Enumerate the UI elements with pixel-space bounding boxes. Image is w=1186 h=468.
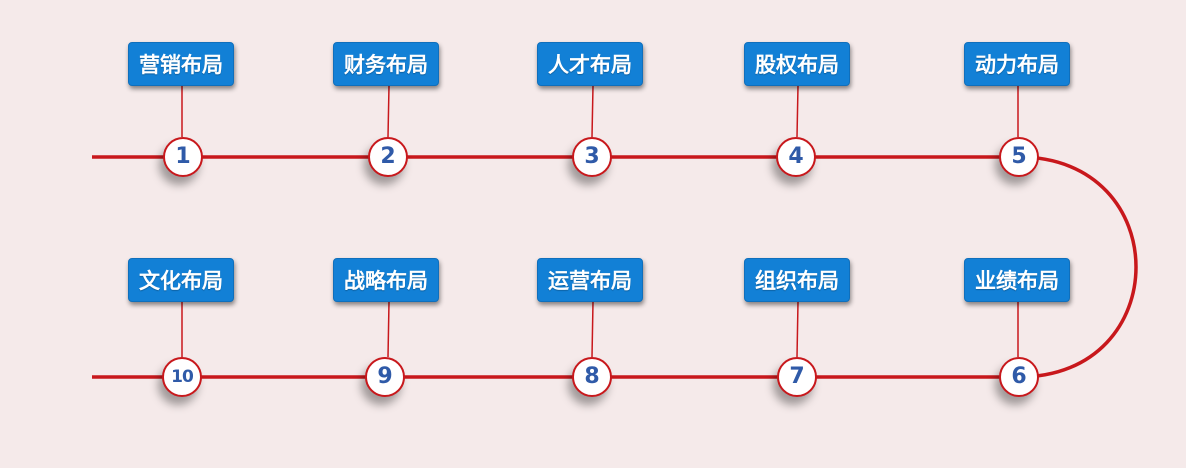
step-7-label: 组织布局: [744, 258, 850, 302]
step-9-node: 9: [365, 357, 405, 397]
step-2-node: 2: [368, 137, 408, 177]
step-3-node: 3: [572, 137, 612, 177]
connector-step-7: [796, 301, 799, 358]
step-5-node: 5: [999, 137, 1039, 177]
step-3-label: 人才布局: [537, 42, 643, 86]
step-4-node: 4: [776, 137, 816, 177]
step-8-label: 运营布局: [537, 258, 643, 302]
step-6-node: 6: [999, 357, 1039, 397]
step-1-label: 营销布局: [128, 42, 234, 86]
step-10-node: 10: [162, 357, 202, 397]
step-7-node: 7: [777, 357, 817, 397]
connector-step-2: [387, 85, 390, 138]
step-8-node: 8: [572, 357, 612, 397]
step-10-label: 文化布局: [128, 258, 234, 302]
return-curve: [1018, 155, 1138, 379]
step-5-label: 动力布局: [964, 42, 1070, 86]
connector-step-4: [796, 85, 799, 138]
step-9-label: 战略布局: [333, 258, 439, 302]
step-6-label: 业绩布局: [964, 258, 1070, 302]
step-2-label: 财务布局: [333, 42, 439, 86]
connector-step-3: [591, 85, 594, 138]
connector-step-8: [591, 301, 594, 358]
step-1-node: 1: [163, 137, 203, 177]
connector-step-9: [387, 301, 390, 358]
step-4-label: 股权布局: [744, 42, 850, 86]
